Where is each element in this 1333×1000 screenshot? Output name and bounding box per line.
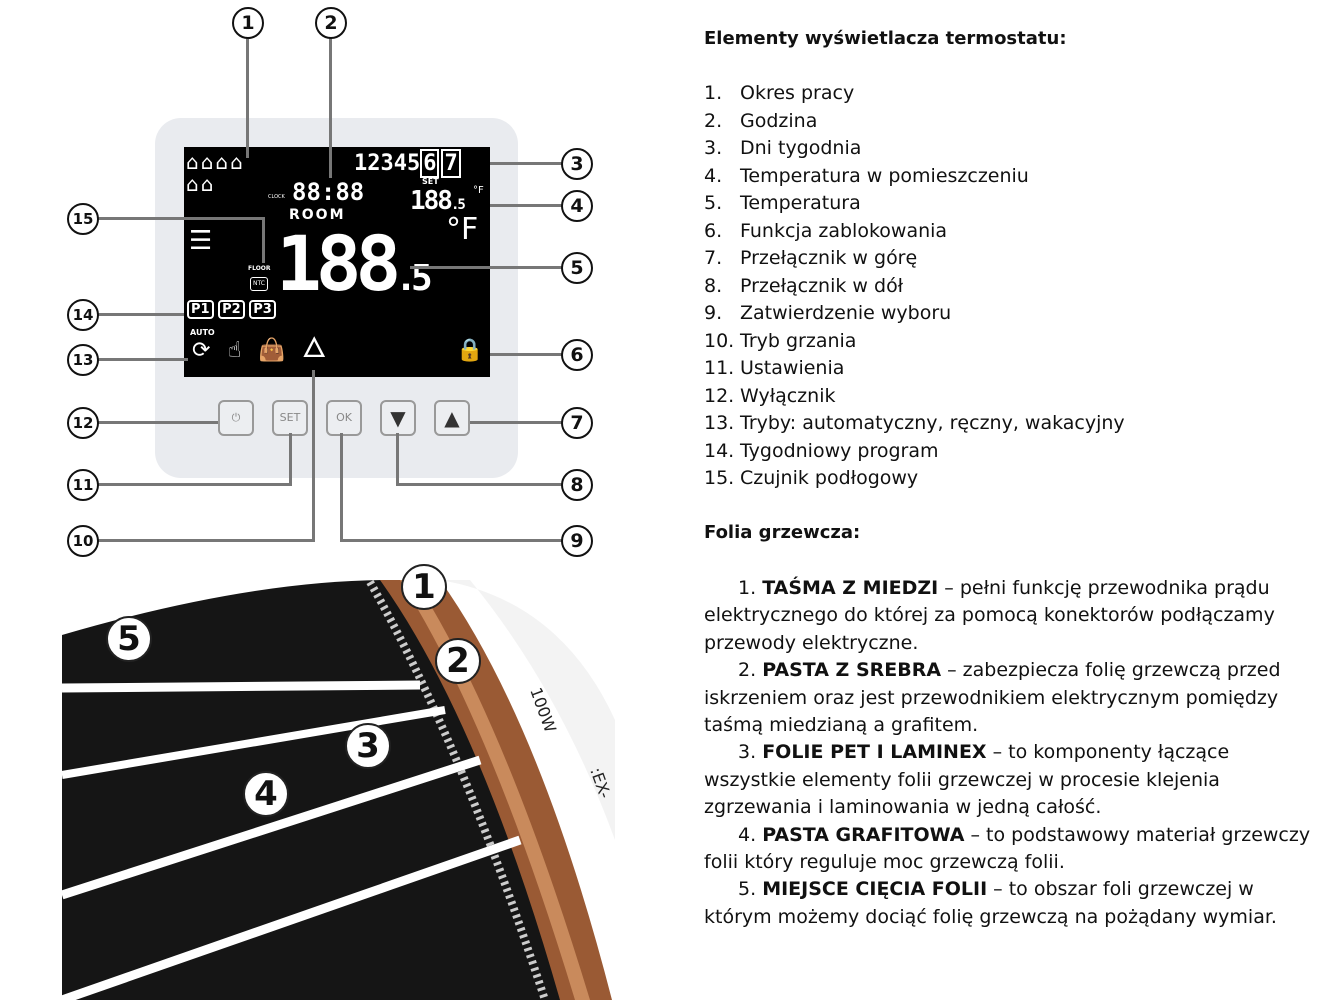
set-label: SET	[422, 177, 439, 186]
film-label-5: 5	[106, 616, 152, 662]
list-item: 5.Temperatura	[704, 192, 861, 214]
heating-film-title: Folia grzewcza:	[704, 522, 861, 543]
floor-heating-icon: ☰	[189, 226, 213, 256]
list-item: 4.Temperatura w pomieszczeniu	[704, 164, 1029, 187]
work-period-icons: ⌂⌂⌂⌂⌂⌂	[186, 150, 245, 196]
list-item: 7.Przełącznik w górę	[704, 247, 918, 269]
film-component-item: 2. PASTA Z SREBRA – zabezpiecza folię gr…	[704, 659, 1281, 737]
down-button[interactable]: ▼	[380, 400, 416, 436]
set-temperature: 188.5	[410, 186, 466, 216]
list-item: 15.Czujnik podłogowy	[704, 467, 919, 489]
list-item: 3.Dni tygodnia	[704, 137, 862, 159]
heating-film-illustration: 100W :EX-	[60, 580, 615, 1000]
film-component-item: 1. TAŚMA Z MIEDZI – pełni funkcję przewo…	[704, 577, 1275, 654]
display-elements-title: Elementy wyświetlacza termostatu:	[704, 28, 1067, 49]
film-component-item: 4. PASTA GRAFITOWA – to podstawowy mater…	[704, 823, 1311, 874]
holiday-mode-icon: 👜	[258, 338, 286, 363]
list-item: 14.Tygodniowy program	[704, 439, 939, 462]
power-button[interactable]: ⏻	[218, 400, 254, 436]
room-unit: °F	[446, 212, 479, 247]
list-item: 8.Przełącznik w dół	[704, 274, 904, 297]
list-item: 12.Wyłącznik	[704, 384, 836, 407]
list-item: 6.Funkcja zablokowania	[704, 219, 948, 242]
list-item: 9.Zatwierdzenie wyboru	[704, 302, 952, 324]
film-label-2: 2	[435, 638, 481, 684]
list-item: 2.Godzina	[704, 109, 818, 132]
callout-6: 6	[561, 339, 593, 371]
display-elements-list: 1.Okres pracy 2.Godzina 3.Dni tygodnia 4.Te…	[704, 80, 1125, 493]
film-label-1: 1	[401, 564, 447, 610]
film-component-item: 5. MIEJSCE CIĘCIA FOLII – to obszar foli…	[704, 878, 1277, 928]
clock-label: CLOCK	[268, 194, 285, 200]
up-button[interactable]: ▲	[434, 400, 470, 436]
ok-button[interactable]: OK	[326, 400, 362, 436]
film-label-3: 3	[345, 723, 391, 769]
film-label-4: 4	[243, 771, 289, 817]
list-item: 10.Tryb grzania	[704, 329, 857, 352]
callout-9: 9	[561, 525, 593, 557]
auto-label: AUTO	[190, 328, 215, 337]
list-item: 13.Tryby: automatyczny, ręczny, wakacyjn…	[704, 412, 1125, 434]
room-temperature: 188.5	[276, 219, 433, 308]
callout-12: 12	[67, 407, 99, 439]
callout-5: 5	[561, 252, 593, 284]
clock-display: 88:88	[292, 178, 365, 206]
set-unit: °F	[473, 185, 484, 196]
callout-14: 14	[67, 299, 99, 331]
auto-mode-icon: ⟳	[192, 338, 211, 363]
lock-icon: 🔒	[456, 338, 484, 363]
callout-3: 3	[561, 148, 593, 180]
callout-15: 15	[67, 203, 99, 235]
callout-2: 2	[315, 7, 347, 39]
callout-13: 13	[67, 344, 99, 376]
program-icons: P1 P2 P3	[187, 300, 276, 319]
ntc-sensor-icon: NTC	[250, 277, 268, 291]
list-item: 11.Ustawienia	[704, 357, 845, 379]
film-component-item: 3. FOLIE PET I LAMINEX – to komponenty ł…	[704, 741, 1230, 819]
callout-11: 11	[67, 469, 99, 501]
list-item: 1.Okres pracy	[704, 82, 855, 104]
flame-icon: 🜂	[302, 331, 327, 364]
callout-7: 7	[561, 407, 593, 439]
room-label: ROOM	[289, 207, 346, 223]
callout-10: 10	[67, 525, 99, 557]
floor-label: FLOOR	[248, 265, 271, 272]
manual-mode-icon: ☝	[228, 338, 242, 363]
callout-4: 4	[561, 190, 593, 222]
heating-film-description: 1. TAŚMA Z MIEDZI – pełni funkcję przewo…	[704, 575, 1326, 931]
set-button[interactable]: SET	[272, 400, 308, 436]
callout-8: 8	[561, 469, 593, 501]
callout-1: 1	[232, 7, 264, 39]
